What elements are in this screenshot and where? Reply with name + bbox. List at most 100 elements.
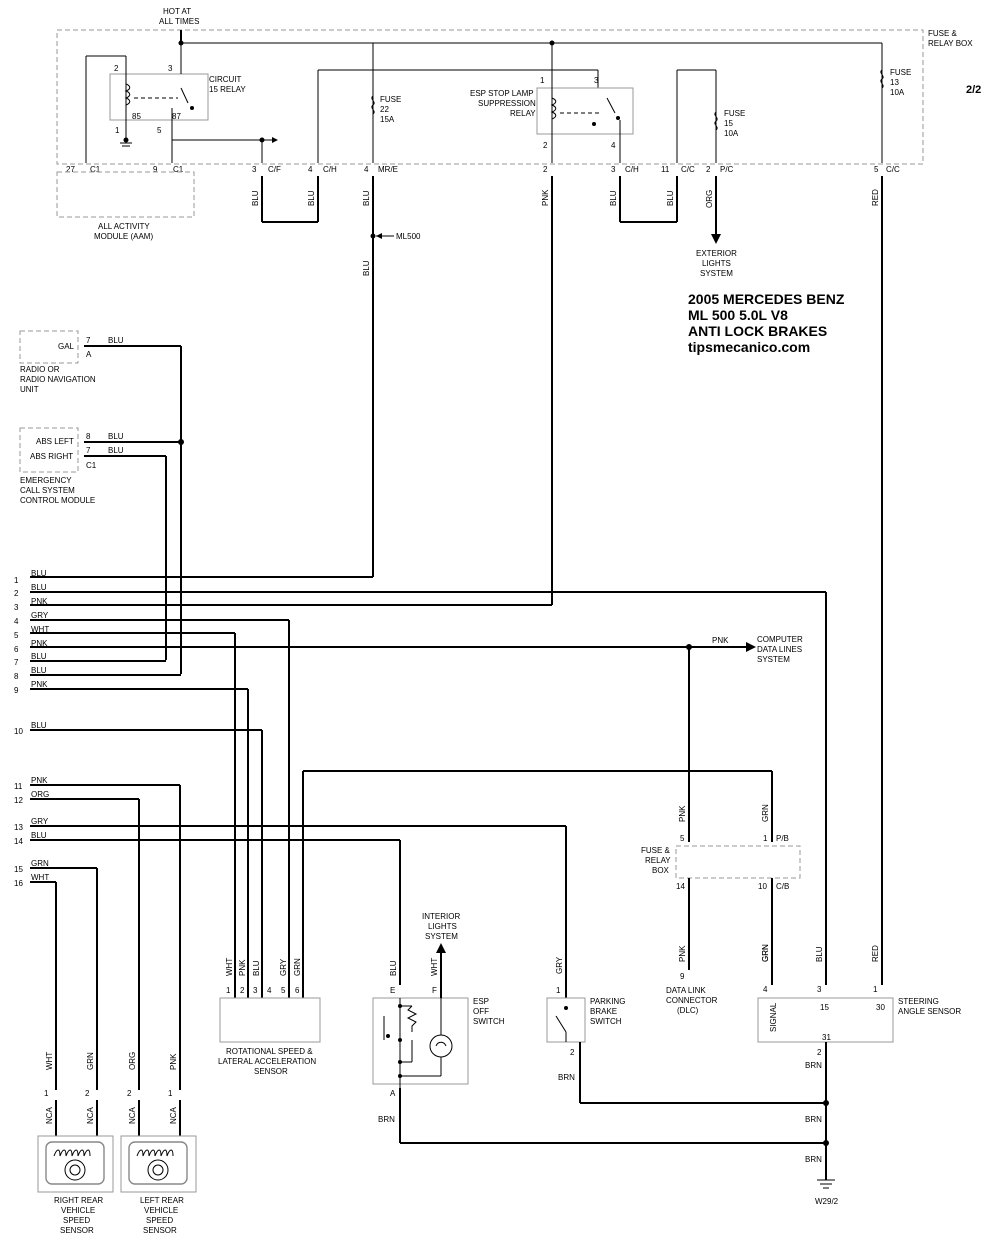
wire-label: 31 <box>822 1033 831 1042</box>
wire-label: BLU <box>31 831 47 840</box>
fuse22-l1: FUSE <box>380 95 401 104</box>
diagram-title: 2005 MERCEDES BENZ ML 500 5.0L V8 ANTI L… <box>688 291 845 355</box>
radio-cap-3: UNIT <box>20 385 39 394</box>
wire-label: BLU <box>307 190 316 206</box>
wire-label: ORG <box>705 190 714 208</box>
computer-l1: COMPUTER <box>757 635 803 644</box>
lr-l1: LEFT REAR <box>140 1196 184 1205</box>
wire-label: GRY <box>31 611 49 620</box>
lr-l2: VEHICLE <box>144 1206 178 1215</box>
ecs-cap-1: EMERGENCY <box>20 476 72 485</box>
exterior-l3: SYSTEM <box>700 269 733 278</box>
wire-label: PNK <box>31 680 48 689</box>
wire-label: 15 <box>14 865 23 874</box>
wire-label: 5 <box>281 986 286 995</box>
steer-l1: STEERING <box>898 997 939 1006</box>
wire-label: GRN <box>31 859 49 868</box>
park-l1: PARKING <box>590 997 625 1006</box>
title-line-3: ANTI LOCK BRAKES <box>688 323 827 339</box>
parking-brake-switch: GRY 1 2 PARKING BRAKE SWITCH BRN <box>546 956 826 1104</box>
wire-label: 3 <box>253 986 258 995</box>
wire-label: 14 <box>676 882 685 891</box>
wire-label: 11 <box>661 165 670 174</box>
esp-l3: SWITCH <box>473 1017 505 1026</box>
wire-label: 14 <box>14 837 23 846</box>
wire-label: GRN <box>761 944 770 962</box>
ecs-cap-2: CALL SYSTEM <box>20 486 75 495</box>
wire-label: 5 <box>680 834 685 843</box>
rr-l4: SENSOR <box>60 1226 94 1235</box>
esp-relay-box <box>536 87 634 135</box>
emergency-call-module: ABS LEFT ABS RIGHT 8 7 C1 BLU BLU EMERGE… <box>19 427 184 660</box>
wire-label: 3 <box>611 165 616 174</box>
hot-label-1: HOT AT <box>163 7 191 16</box>
dlc-l3: (DLC) <box>677 1006 699 1015</box>
wire-label: 9 <box>14 686 19 695</box>
wire-label: BLU <box>362 260 371 276</box>
wire-label: C/B <box>776 882 789 891</box>
fuse-relay-box: FUSE & RELAY BOX HOT AT ALL TIMES <box>56 7 973 165</box>
wire-label: BLU <box>251 190 260 206</box>
wire-label: 1 <box>168 1089 173 1098</box>
fuse-box-outline <box>56 29 924 165</box>
wire-label: 7 <box>86 446 91 455</box>
wire-label: 6 <box>295 986 300 995</box>
park-l2: BRAKE <box>590 1007 617 1016</box>
wire-label: 27 <box>66 165 75 174</box>
page-number: 2/2 <box>966 84 981 96</box>
wire-label: 2 <box>14 589 19 598</box>
title-site: tipsmecanico.com <box>688 339 810 355</box>
wire-label: ORG <box>128 1052 137 1070</box>
wire-label: NCA <box>86 1106 95 1124</box>
wire-label: BLU <box>362 190 371 206</box>
dlc-l2: CONNECTOR <box>666 996 718 1005</box>
wire-label: 1 <box>556 986 561 995</box>
wire-label: BRN <box>558 1073 575 1082</box>
wire-label: PNK <box>678 945 687 962</box>
interior-l1: INTERIOR <box>422 912 460 921</box>
c15-pin-1: 1 <box>115 126 120 135</box>
fb2-l3: BOX <box>652 866 670 875</box>
wire-label: BRN <box>805 1155 822 1164</box>
fuse22-l2: 22 <box>380 105 389 114</box>
wire-label: RED <box>871 189 880 206</box>
wire-label: NCA <box>169 1106 178 1124</box>
computer-l2: DATA LINES <box>757 645 802 654</box>
wire-label: 3 <box>252 165 257 174</box>
fuse15-l2: 15 <box>724 119 733 128</box>
wire-label: 4 <box>267 986 272 995</box>
wire-label: 11 <box>14 782 23 791</box>
wire-label: 9 <box>680 972 685 981</box>
abs-left-label: ABS LEFT <box>36 437 74 446</box>
wire-label: C/H <box>625 165 639 174</box>
wire-label: BLU <box>31 583 47 592</box>
interior-l2: LIGHTS <box>428 922 457 931</box>
wire-label: 10 <box>14 727 23 736</box>
wire-label: 8 <box>14 672 19 681</box>
wire-label: 2 <box>817 1048 822 1057</box>
esp-pin-2: 2 <box>543 141 548 150</box>
wire-label: 6 <box>14 645 19 654</box>
steer-l2: ANGLE SENSOR <box>898 1007 961 1016</box>
aam-l2: MODULE (AAM) <box>94 232 153 241</box>
wire-label: PNK <box>541 189 550 206</box>
circuit15-label-1: CIRCUIT <box>209 75 242 84</box>
fb2-l2: RELAY <box>645 856 671 865</box>
wire-label: 8 <box>86 432 91 441</box>
wire-label: C/C <box>681 165 695 174</box>
hot-label-2: ALL TIMES <box>159 17 199 26</box>
wire-label: C1 <box>86 461 97 470</box>
wire-label: 4 <box>14 617 19 626</box>
wire-label: C/F <box>268 165 281 174</box>
fuse15-l3: 10A <box>724 129 739 138</box>
right-rear-speed-sensor: WHT GRN 1 2 NCA NCA RIGHT REAR VEHICLE S… <box>37 1052 114 1235</box>
radio-cap-1: RADIO OR <box>20 365 60 374</box>
esp-relay-l3: RELAY <box>510 109 536 118</box>
circuit15-label-2: 15 RELAY <box>209 85 246 94</box>
wire-label: 10 <box>758 882 767 891</box>
wire-label: C/H <box>323 165 337 174</box>
fuse13-l3: 10A <box>890 88 905 97</box>
wire-label: BRN <box>805 1115 822 1124</box>
